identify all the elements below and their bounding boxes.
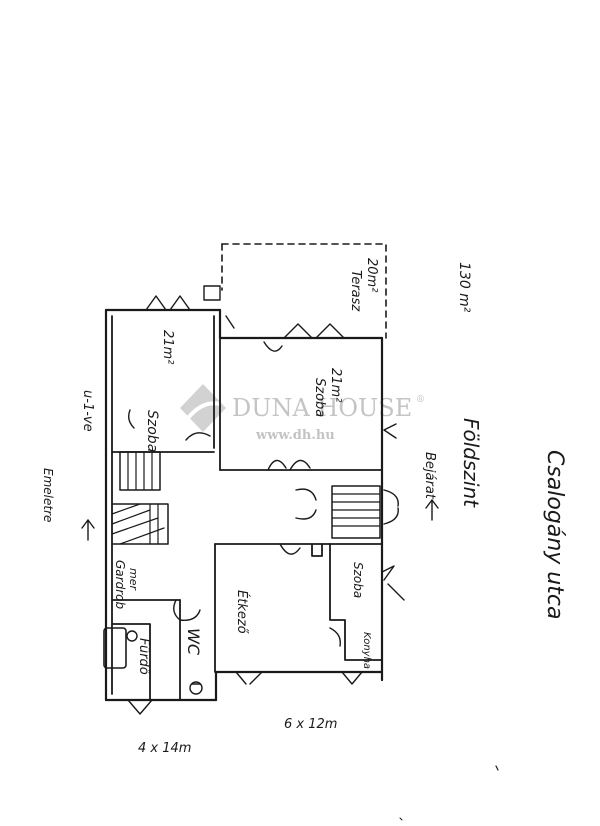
label-kitchen: Konyha — [361, 632, 372, 669]
label-lower-room: Szoba — [312, 378, 327, 417]
terrace-outline — [221, 243, 387, 339]
watermark-registered: ® — [416, 395, 425, 405]
label-wardrobe-alt: mer — [127, 568, 140, 591]
label-terrace-area: 20m² — [364, 258, 379, 292]
dimension-labels: 4 x 14m 6 x 12m — [138, 717, 337, 756]
toilet — [189, 681, 203, 695]
sink — [126, 630, 138, 642]
outer-walls — [104, 308, 384, 702]
interior-walls — [111, 315, 383, 701]
fixtures — [103, 627, 203, 695]
label-entrance: Bejárat — [422, 452, 437, 500]
watermark-url: www.dh.hu — [255, 428, 335, 443]
label-dim-left: 4 x 14m — [138, 741, 191, 756]
label-room-small: Szoba — [351, 562, 365, 598]
door-swings — [127, 285, 405, 715]
label-street: Csalogány utca — [542, 450, 567, 619]
label-upper-room: Szoba — [144, 410, 160, 452]
label-dim-right: 6 x 12m — [284, 717, 337, 732]
label-bathroom: Fürdő — [136, 638, 151, 676]
label-upstairs: Emeletre — [41, 468, 55, 522]
label-garden-area: 130 m² — [456, 262, 472, 313]
label-wardrobe: Gardrob — [113, 560, 127, 609]
label-upper-room-area: 21m² — [160, 330, 175, 364]
room-labels: Szoba 21m² Szoba 21m² Terasz 20m² 130 m²… — [41, 258, 567, 676]
label-upstairs-alt: u-1-ve — [80, 390, 95, 432]
scan-marks — [399, 765, 499, 821]
duna-house-watermark: DUNA HOUSE ® www.dh.hu — [180, 384, 425, 443]
stairs-entrance — [331, 485, 381, 539]
stairs-upper — [111, 451, 169, 545]
label-wc: WC — [184, 628, 203, 656]
label-lower-room-area: 21m² — [328, 368, 343, 402]
entrance-arrow-icon — [425, 499, 439, 521]
label-ground-floor: Földszint — [459, 418, 483, 508]
bathtub — [103, 627, 127, 669]
upstairs-arrow-icon — [81, 519, 95, 541]
label-dining: Étkező — [234, 590, 250, 635]
label-terrace: Terasz — [348, 270, 363, 312]
